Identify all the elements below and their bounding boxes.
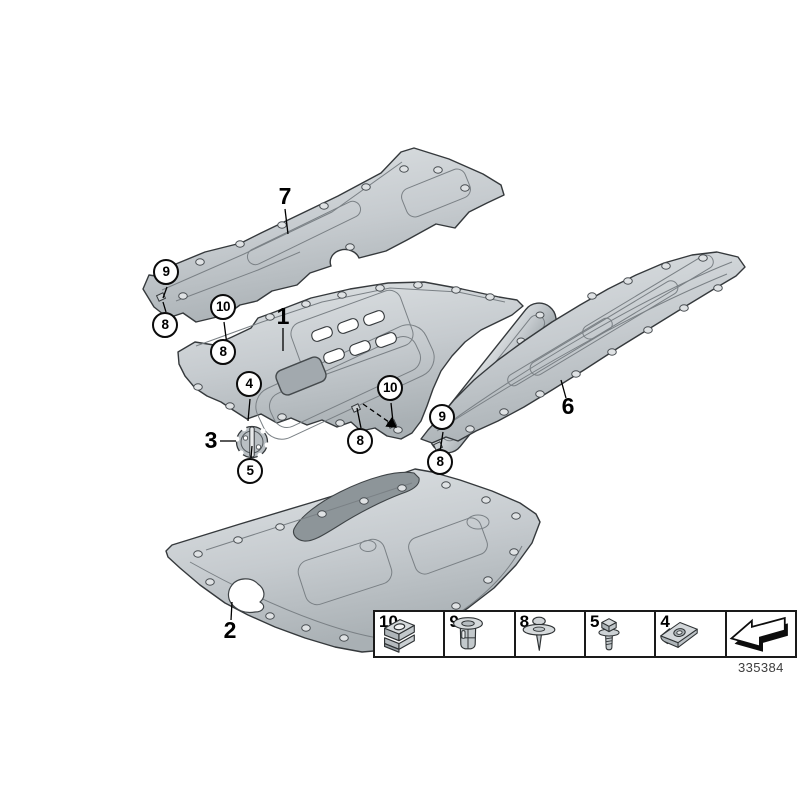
legend-item-direction[interactable] bbox=[724, 612, 795, 656]
legend-item-8[interactable]: 8 bbox=[513, 612, 584, 656]
part-3-cap-shape bbox=[234, 425, 270, 459]
panel-6-shape bbox=[420, 251, 746, 444]
direction-arrow-icon bbox=[729, 616, 788, 652]
callout-part-2[interactable]: 2 bbox=[223, 617, 237, 644]
callout-part-1[interactable]: 1 bbox=[276, 303, 290, 330]
fastener-legend: 10 9 bbox=[373, 610, 797, 658]
callout-fastener-10-mid[interactable]: 10 bbox=[377, 375, 403, 401]
legend-number-8: 8 bbox=[519, 612, 530, 631]
callout-fastener-8-mid[interactable]: 8 bbox=[347, 428, 373, 454]
callout-fastener-9-right[interactable]: 9 bbox=[429, 404, 455, 430]
callout-fastener-4[interactable]: 4 bbox=[236, 371, 262, 397]
callout-fastener-9-left[interactable]: 9 bbox=[153, 259, 179, 285]
callout-part-7[interactable]: 7 bbox=[278, 183, 292, 210]
callout-fastener-10-left[interactable]: 10 bbox=[210, 294, 236, 320]
cage-nut-icon bbox=[384, 619, 415, 653]
clip-nut-icon bbox=[660, 621, 699, 648]
hex-screw-icon bbox=[598, 618, 620, 651]
expanding-rivet-icon bbox=[453, 617, 484, 650]
callout-fastener-8-upper[interactable]: 8 bbox=[210, 339, 236, 365]
callout-fastener-8-right[interactable]: 8 bbox=[427, 449, 453, 475]
panel-1-shape bbox=[177, 281, 524, 440]
legend-item-4[interactable]: 4 bbox=[654, 612, 724, 656]
legend-item-9[interactable]: 9 bbox=[443, 612, 513, 656]
legend-item-10[interactable]: 10 bbox=[375, 612, 443, 656]
drawing-number: 335384 bbox=[738, 660, 784, 675]
callout-fastener-5[interactable]: 5 bbox=[237, 458, 263, 484]
legend-number-5: 5 bbox=[589, 612, 600, 631]
push-rivet-icon bbox=[522, 616, 556, 651]
legend-item-5[interactable]: 5 bbox=[583, 612, 654, 656]
panel-7-shape bbox=[142, 147, 505, 323]
callout-fastener-8-left[interactable]: 8 bbox=[152, 312, 178, 338]
legend-number-4: 4 bbox=[660, 612, 670, 631]
callout-part-3[interactable]: 3 bbox=[204, 427, 218, 454]
callout-part-6[interactable]: 6 bbox=[561, 393, 575, 420]
